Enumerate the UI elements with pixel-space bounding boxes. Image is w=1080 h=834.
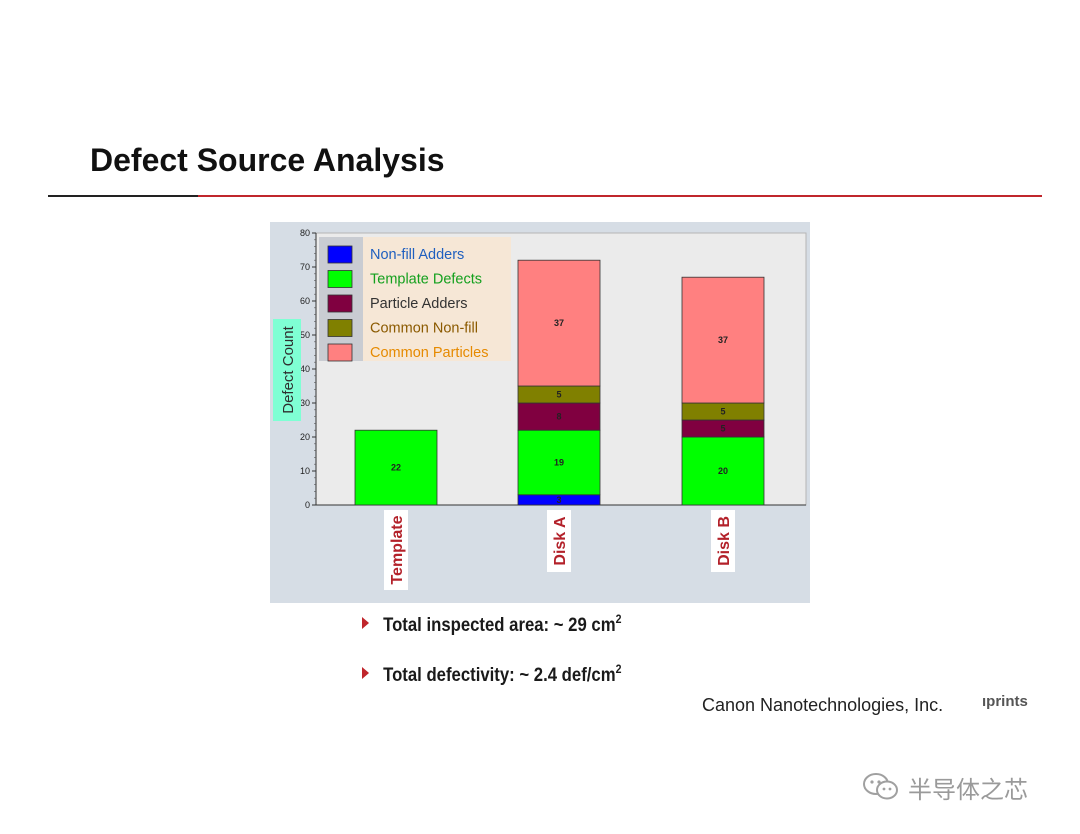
bar-segment	[517, 402, 601, 431]
watermark-text: 半导体之芯	[908, 775, 1028, 804]
wechat-icon	[863, 773, 898, 800]
category-label: Template	[389, 515, 406, 584]
bar-segment	[517, 259, 601, 387]
bar-value-label: 37	[718, 335, 728, 345]
y-tick-label: 30	[300, 398, 310, 408]
legend-swatch	[327, 294, 353, 313]
bullet-arrow-icon	[362, 617, 370, 629]
category-label: Disk A	[552, 516, 569, 566]
legend-label: Template Defects	[370, 272, 482, 288]
bar-segment	[354, 429, 438, 506]
y-tick-label: 60	[300, 296, 310, 306]
y-tick-label: 50	[300, 330, 310, 340]
legend-label: Common Non-fill	[370, 321, 478, 337]
bullet-item-area: Total inspected area: ~ 29 cm2	[362, 612, 621, 637]
y-tick-label: 70	[300, 262, 310, 272]
category-label-bg	[547, 510, 571, 572]
bar-segment	[681, 276, 765, 404]
legend-label: Non-fill Adders	[370, 247, 464, 263]
bar-value-label: 3	[556, 495, 561, 505]
bar-segment	[681, 436, 765, 506]
bar-value-label: 5	[720, 424, 725, 434]
legend-background	[363, 237, 511, 361]
title-rule-red	[198, 195, 1042, 197]
watermark: 半导体之芯	[862, 770, 1028, 804]
bar-value-label: 19	[554, 458, 564, 468]
slide-title: Defect Source Analysis	[90, 142, 445, 178]
credit-cut-text: ıprints	[982, 693, 1028, 710]
title-rule-black	[48, 195, 198, 197]
legend-swatch	[327, 245, 353, 264]
category-label-bg	[384, 510, 408, 590]
legend-swatch	[327, 343, 353, 362]
bar-segment	[517, 429, 601, 496]
bar-value-label: 5	[556, 390, 561, 400]
bullet-text: Total inspected area: ~ 29 cm	[383, 615, 616, 636]
y-tick-label: 20	[300, 432, 310, 442]
y-tick-label: 40	[300, 364, 310, 374]
bar-value-label: 20	[718, 466, 728, 476]
legend-swatch	[327, 319, 353, 337]
bar-value-label: 22	[391, 463, 401, 473]
y-axis-label-bg	[273, 319, 301, 421]
bar-value-label: 37	[554, 318, 564, 328]
legend-swatch	[327, 270, 353, 288]
company-credit: Canon Nanotechnologies, Inc.	[702, 695, 944, 715]
y-tick-label: 10	[300, 466, 310, 476]
bullet-superscript: 2	[615, 662, 622, 676]
legend-label: Common Particles	[370, 345, 488, 361]
bar-value-label: 5	[720, 407, 725, 417]
y-tick-label: 80	[300, 228, 310, 238]
legend-label: Particle Adders	[370, 296, 468, 312]
bullet-arrow-icon	[362, 667, 370, 679]
bullet-item-defectivity: Total defectivity: ~ 2.4 def/cm2	[362, 662, 621, 687]
bullet-text: Total defectivity: ~ 2.4 def/cm	[383, 665, 616, 686]
y-tick-label: 0	[305, 500, 310, 510]
bar-value-label: 8	[556, 412, 561, 422]
bullet-superscript: 2	[615, 612, 622, 626]
category-label-bg	[711, 510, 735, 572]
y-axis-label: Defect Count	[280, 325, 297, 413]
category-label: Disk B	[716, 516, 733, 566]
